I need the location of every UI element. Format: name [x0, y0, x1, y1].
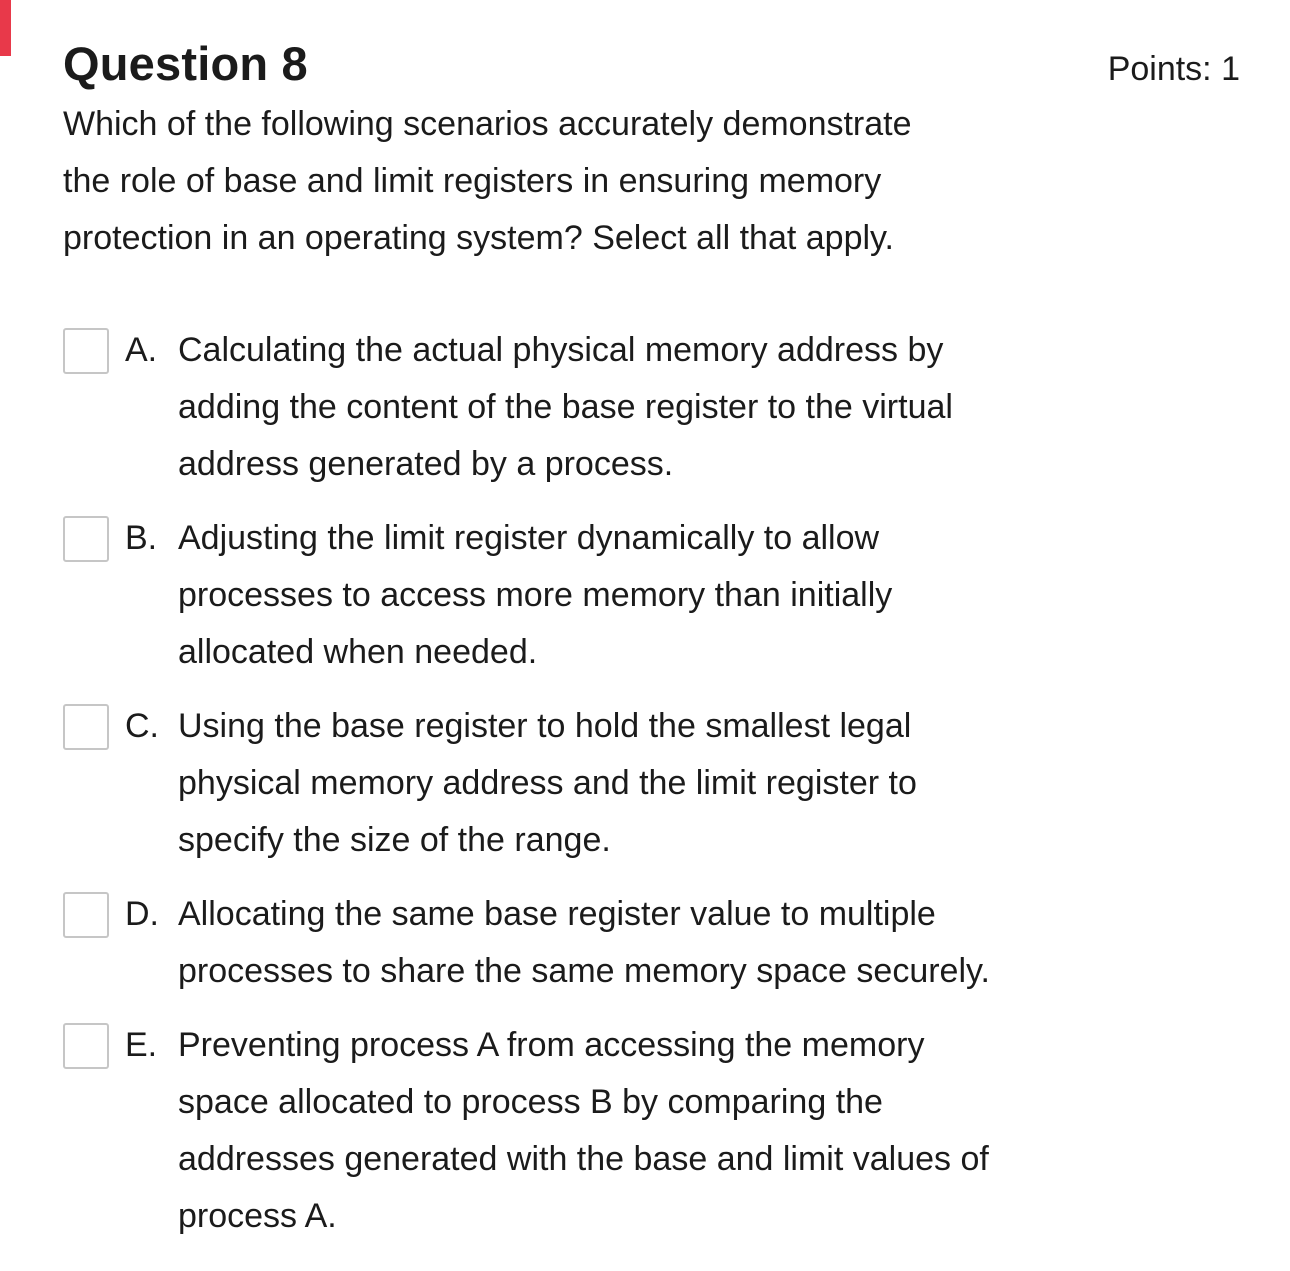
points-label: Points: 1	[1107, 50, 1240, 88]
option-b: B. Adjusting the limit register dynamica…	[63, 510, 1240, 681]
option-a-text[interactable]: Calculating the actual physical memory a…	[178, 322, 953, 493]
option-text-line: specify the size of the range.	[178, 821, 611, 859]
option-text-line: Adjusting the limit register dynamically…	[178, 519, 880, 557]
question-title: Question 8	[63, 37, 308, 90]
option-text-line: process A.	[178, 1197, 337, 1235]
option-e-text[interactable]: Preventing process A from accessing the …	[178, 1017, 989, 1245]
question-text-line: protection in an operating system? Selec…	[63, 219, 894, 257]
option-text-line: processes to access more memory than ini…	[178, 576, 893, 614]
option-c-letter: C.	[125, 707, 159, 745]
option-text-line: adding the content of the base register …	[178, 388, 953, 426]
unanswered-question-indicator	[0, 0, 11, 56]
option-a: A. Calculating the actual physical memor…	[63, 322, 1240, 493]
checkbox-option-a[interactable]	[63, 328, 109, 374]
option-text-line: Using the base register to hold the smal…	[178, 707, 912, 745]
option-text-line: Preventing process A from accessing the …	[178, 1026, 925, 1064]
option-b-letter: B.	[125, 519, 158, 557]
option-a-letter: A.	[125, 331, 158, 369]
question-text: Which of the following scenarios accurat…	[63, 96, 1240, 267]
checkbox-option-d[interactable]	[63, 892, 109, 938]
checkbox-option-c[interactable]	[63, 704, 109, 750]
option-d-text[interactable]: Allocating the same base register value …	[178, 886, 990, 1000]
answer-options-list: A. Calculating the actual physical memor…	[63, 322, 1240, 1245]
option-text-line: Allocating the same base register value …	[178, 895, 936, 933]
question-text-line: Which of the following scenarios accurat…	[63, 105, 912, 143]
option-text-line: space allocated to process B by comparin…	[178, 1083, 883, 1121]
question-card: Question 8 Points: 1 Which of the follow…	[63, 36, 1240, 1245]
option-b-text[interactable]: Adjusting the limit register dynamically…	[178, 510, 892, 681]
option-text-line: physical memory address and the limit re…	[178, 764, 917, 802]
option-text-line: processes to share the same memory space…	[178, 952, 990, 990]
option-text-line: allocated when needed.	[178, 633, 538, 671]
checkbox-option-e[interactable]	[63, 1023, 109, 1069]
option-e-letter: E.	[125, 1026, 158, 1064]
option-d: D. Allocating the same base register val…	[63, 886, 1240, 1000]
option-text-line: address generated by a process.	[178, 445, 674, 483]
question-text-line: the role of base and limit registers in …	[63, 162, 882, 200]
question-header: Question 8 Points: 1	[63, 36, 1240, 92]
option-text-line: Calculating the actual physical memory a…	[178, 331, 944, 369]
option-c-text[interactable]: Using the base register to hold the smal…	[178, 698, 917, 869]
option-c: C. Using the base register to hold the s…	[63, 698, 1240, 869]
option-d-letter: D.	[125, 895, 159, 933]
option-text-line: addresses generated with the base and li…	[178, 1140, 989, 1178]
option-e: E. Preventing process A from accessing t…	[63, 1017, 1240, 1245]
checkbox-option-b[interactable]	[63, 516, 109, 562]
